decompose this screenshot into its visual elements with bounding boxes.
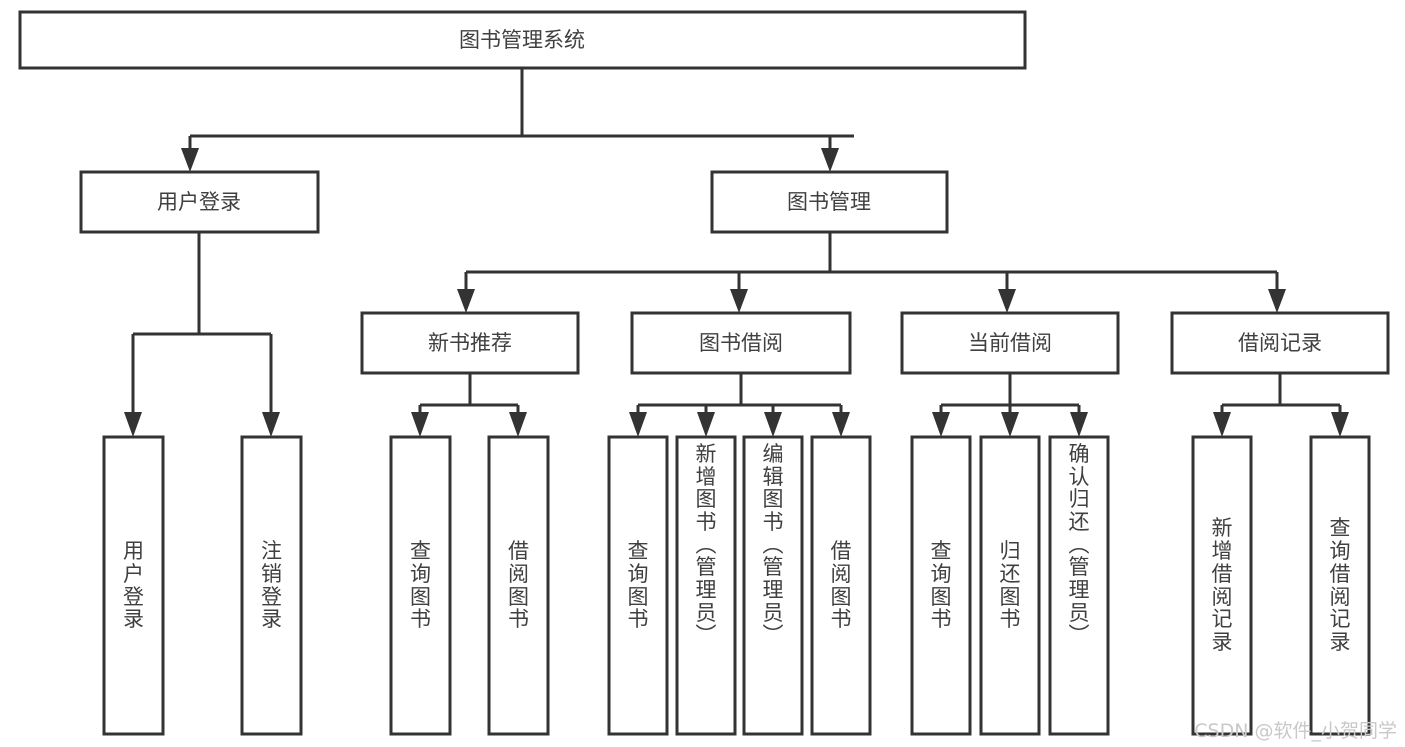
- leaf-book-borrow-borrow[interactable]: [810, 435, 872, 736]
- leaf-user-login-logout[interactable]: [240, 435, 303, 736]
- node-user-login[interactable]: [79, 170, 320, 234]
- node-book-borrow-label: 图书借阅: [699, 331, 783, 355]
- connector-user-login-to-leaves: [124, 232, 280, 437]
- node-book-management-label: 图书管理: [787, 190, 871, 214]
- node-root-system[interactable]: [18, 10, 1027, 70]
- node-book-management[interactable]: [710, 170, 949, 234]
- leaf-new-book-borrow[interactable]: [487, 435, 550, 736]
- leaf-book-borrow-add[interactable]: [675, 435, 737, 736]
- leaf-records-add[interactable]: [1191, 435, 1253, 736]
- node-user-login-label: 用户登录: [157, 190, 241, 214]
- connector-book-borrow-to-leaves: [629, 373, 850, 437]
- node-current-borrow-label: 当前借阅: [968, 331, 1052, 355]
- node-new-book-recommend-label: 新书推荐: [428, 331, 512, 355]
- connector-book-mgmt-to-level3: [457, 232, 1286, 313]
- csdn-watermark: CSDN @软件_小贺同学: [1194, 720, 1397, 742]
- leaf-records-query[interactable]: [1309, 435, 1371, 736]
- node-book-borrow[interactable]: [630, 311, 852, 375]
- node-new-book-recommend[interactable]: [360, 311, 580, 375]
- leaf-new-book-query[interactable]: [389, 435, 452, 736]
- node-borrow-records[interactable]: [1170, 311, 1390, 375]
- connector-root-to-level2: [181, 68, 854, 172]
- connector-current-borrow-to-leaves: [932, 373, 1088, 437]
- connector-new-book-to-leaves: [411, 373, 527, 437]
- leaf-current-borrow-query[interactable]: [910, 435, 972, 736]
- node-root-system-label: 图书管理系统: [459, 28, 585, 52]
- leaf-current-borrow-return[interactable]: [979, 435, 1041, 736]
- node-current-borrow[interactable]: [900, 311, 1120, 375]
- leaf-book-borrow-query[interactable]: [607, 435, 669, 736]
- leaf-current-borrow-confirm[interactable]: [1048, 435, 1110, 736]
- leaf-book-borrow-edit[interactable]: [742, 435, 804, 736]
- connector-borrow-records-to-leaves: [1213, 373, 1349, 437]
- leaf-user-login-login[interactable]: [102, 435, 165, 736]
- node-borrow-records-label: 借阅记录: [1238, 331, 1322, 355]
